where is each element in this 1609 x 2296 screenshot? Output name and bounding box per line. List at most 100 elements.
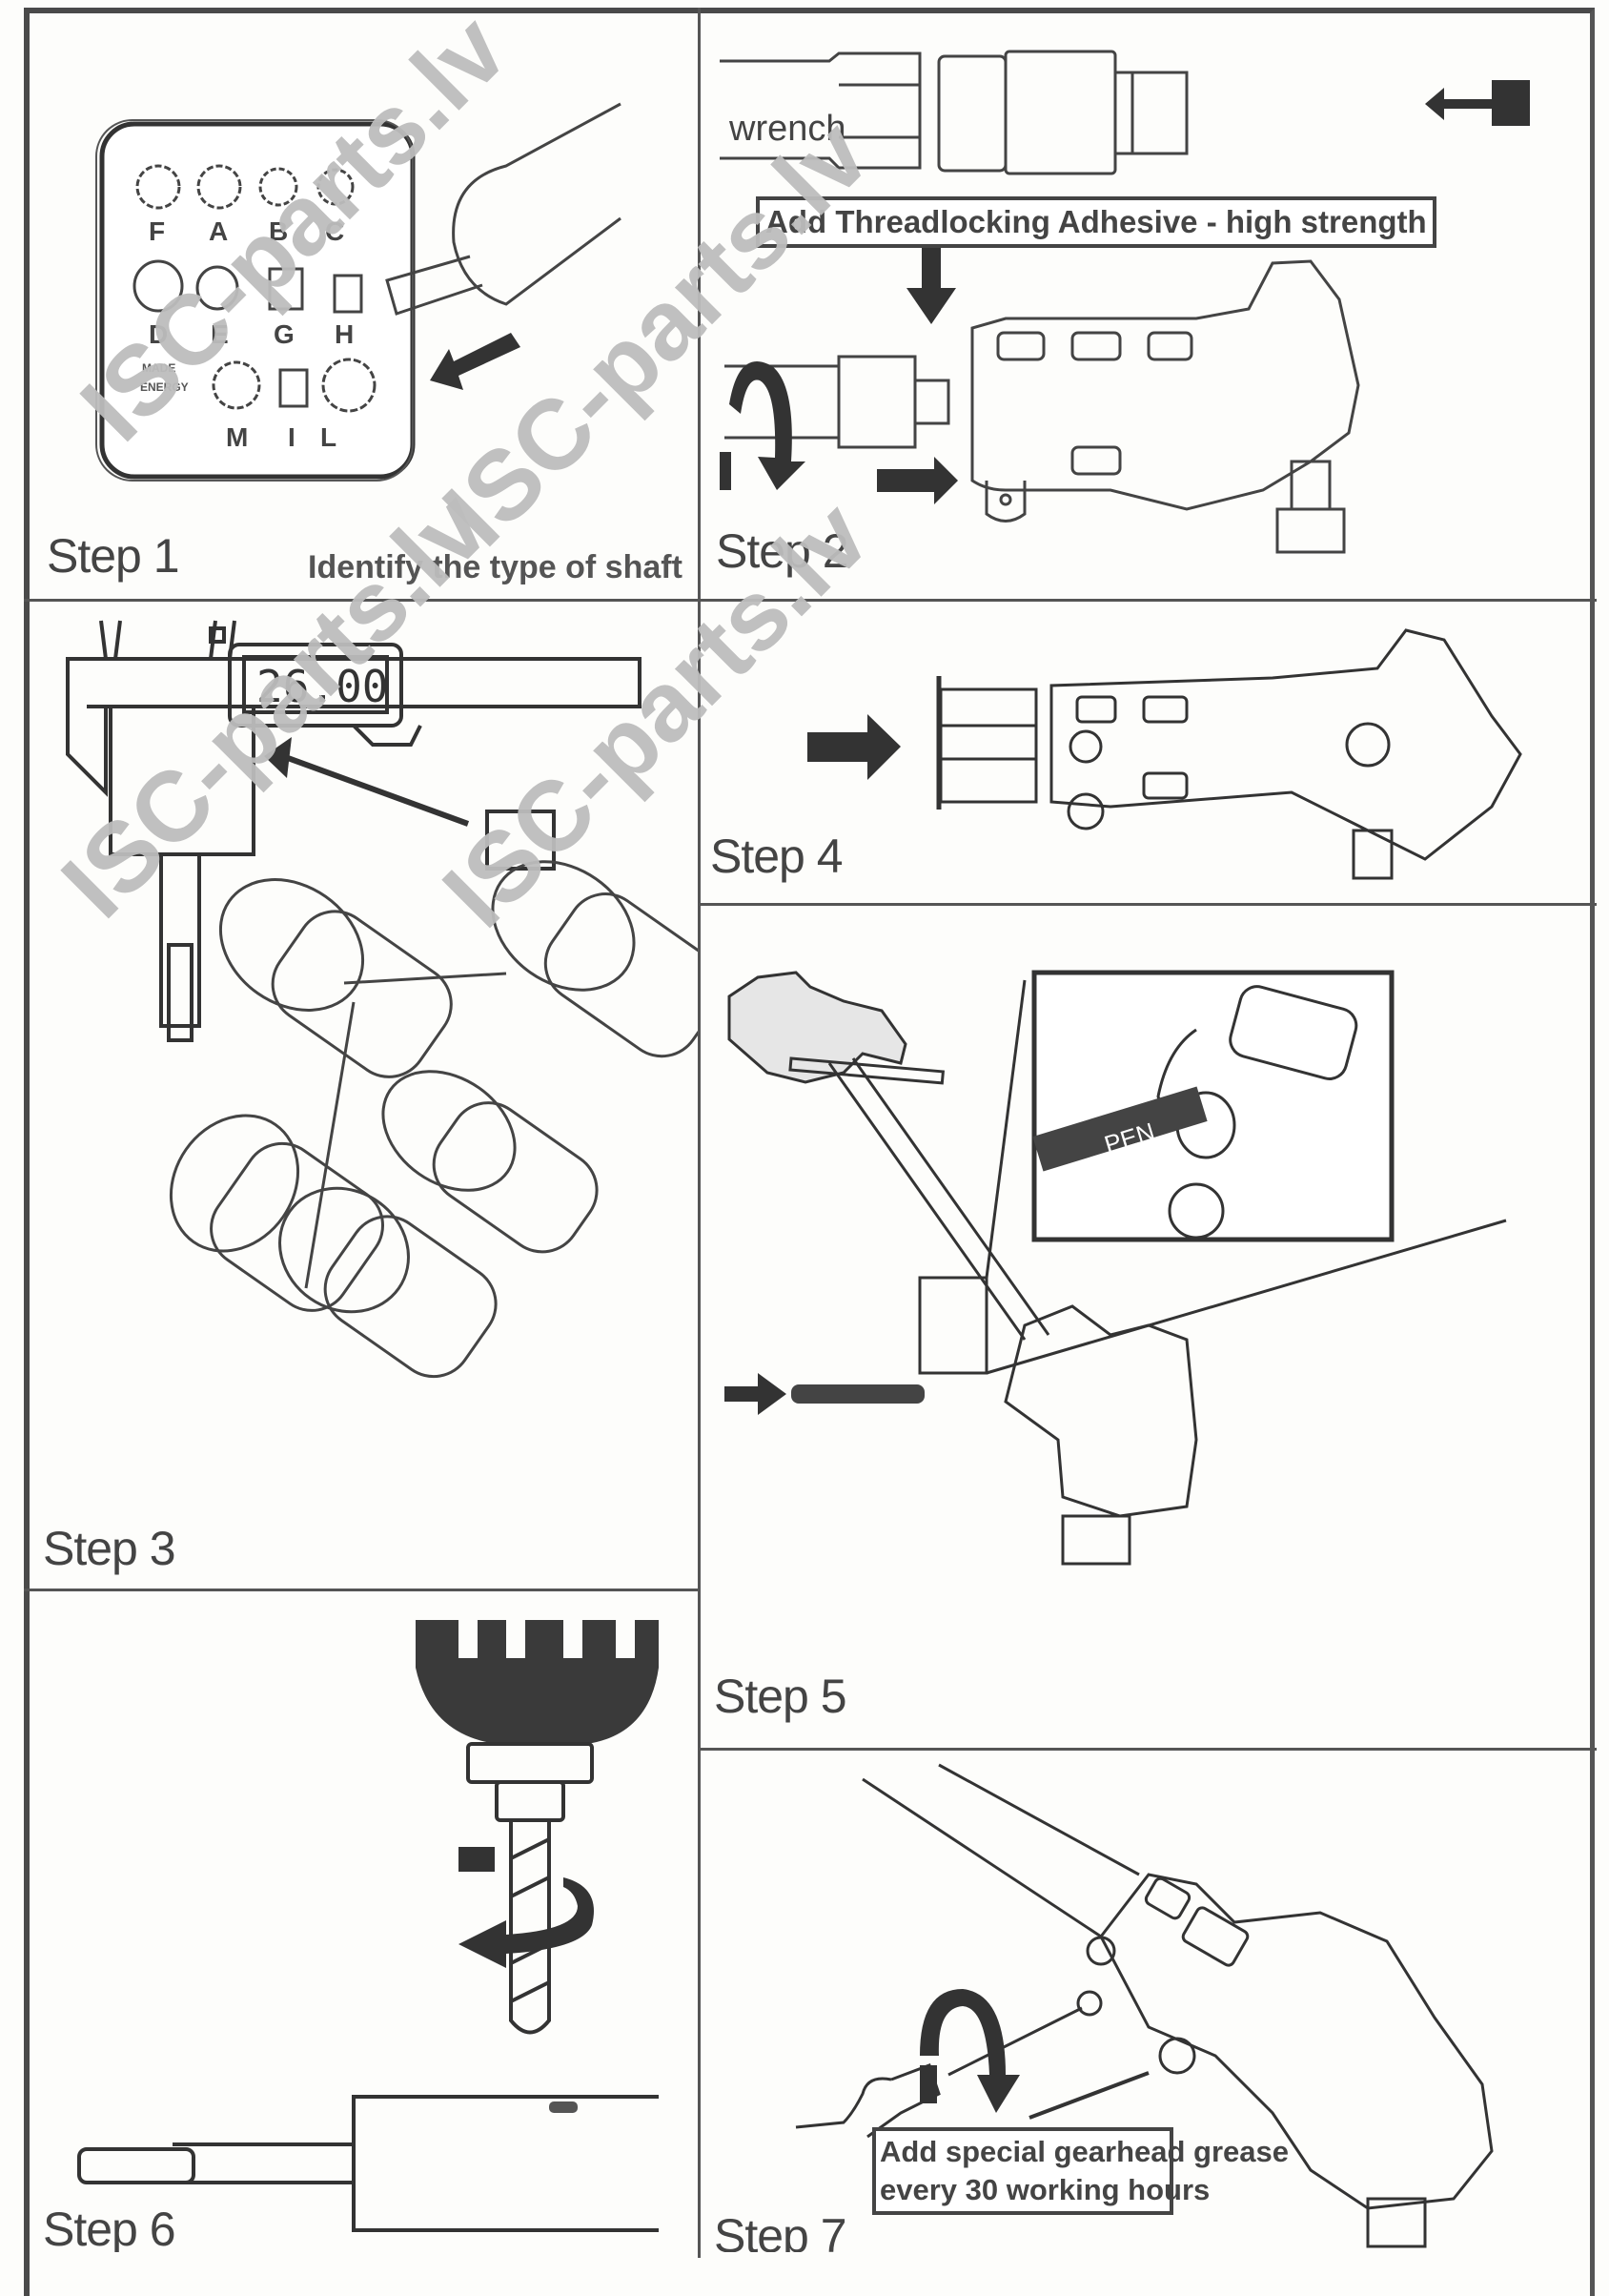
grease-note: Add special gearhead grease every 30 wor… [872,2127,1290,2215]
spline-icon-m [212,360,261,410]
step-5-panel: PEN Step 5 [701,906,1595,1748]
threaded-end [1113,71,1189,155]
push-right-arrow-icon [724,1373,786,1415]
caliper-illustration: 26.00 [66,620,698,1379]
plate-letter-i: I [288,422,295,452]
step-7-label: Step 7 [714,2209,847,2252]
shaft-tip [913,379,950,425]
caliper-display-housing [228,643,403,728]
drill-bit [509,1820,551,2035]
grease-illustration [795,1763,1494,2248]
pen-tool-shaft [791,1384,925,1404]
detail-box [918,1276,988,1375]
insert-arrow-icon [430,333,520,390]
row-divider-step4 [699,903,1597,906]
d-shaft-icon-e [195,265,239,311]
spline-icon-b [258,167,298,207]
step-4-label: Step 4 [710,830,844,883]
spline-icon-c [316,168,355,206]
gearhead-body [970,259,1360,511]
column-divider [698,8,701,2258]
plate-letter-f: F [149,216,165,246]
wrench-shape [720,51,922,170]
pen-tool [1032,1086,1208,1172]
socket-body [1004,50,1117,175]
plate-letter-e: E [211,319,229,349]
step-7-panel: Add special gearhead grease every 30 wor… [701,1751,1595,2252]
spline-icon-l [321,358,377,413]
step-4-panel: Step 4 [701,602,1595,903]
caliper-depth-rod [159,852,201,1028]
grease-note-line1: Add special gearhead grease [880,2135,1290,2168]
screwdriver-handle [795,2063,941,2139]
shaft-nut [837,355,917,449]
screwdriver-shaft [947,2006,1083,2077]
plate-brand-line2: ENERGY [140,380,189,394]
screw-icon [1168,1182,1225,1240]
plate-letter-h: H [335,319,354,349]
plate-letter-l: L [320,422,336,452]
rotate-arrow-icon [920,1989,1020,2113]
gearhead-body [1049,628,1522,861]
plate-letter-b: B [269,216,288,246]
detail-inset [1031,970,1395,1242]
step-1-caption: Identify the type of shaft [308,549,682,585]
adapter-sleeves [169,860,698,1379]
push-left-arrow-icon [1425,80,1530,126]
trimmer-gearhead [1099,1873,1494,2210]
trimmer-gearhead [1004,1304,1198,1518]
screw-icon [1067,792,1105,830]
page-frame [24,8,1595,2296]
trimmer-engine [727,971,907,1084]
row-divider-step5 [699,1748,1597,1751]
spline-icon-a [196,164,242,210]
plate-letter-d: D [149,319,168,349]
threadlock-illustration [720,50,1530,554]
shaft-workpiece [352,2095,659,2232]
detail-box [485,810,556,871]
step-2-label: Step 2 [716,524,849,578]
shaft-end-illustration [385,102,621,316]
square-shaft-icon-g [268,267,304,311]
plate-letter-g: G [274,319,295,349]
grease-note-line2: every 30 working hours [880,2173,1211,2206]
row-divider-step3 [24,1589,699,1591]
step-3-label: Step 3 [43,1522,176,1575]
step-3-panel: 26.00 Step 3 [30,602,698,1589]
caliper-lcd [242,655,389,714]
plate-letter-a: A [209,216,228,246]
row-divider-step1 [24,599,1597,602]
plate-brand-line1: MADE [142,361,175,375]
step-1-label: Step 1 [47,529,180,583]
shaft-type-plate [99,121,416,480]
sleeve-insert-illustration [807,628,1522,880]
threadlock-note: Add Threadlocking Adhesive - high streng… [756,196,1436,248]
square-shaft-icon-h [333,274,363,314]
push-right-arrow-icon [807,714,901,780]
plate-letter-c: C [325,216,344,246]
step-6-panel: Step 6 [30,1591,698,2252]
caliper-reading: 26.00 [256,661,388,712]
screw-icon [1069,729,1103,764]
drill-chuck-icon [416,1620,659,1744]
step-1-panel: F A B C D E G H M I L MADE ENERGY Step 1… [30,13,698,599]
rotate-arrow-icon [729,361,805,490]
measure-arrow-icon [264,737,292,778]
shaft-tip [77,2147,195,2184]
trimmer-illustration: PEN [724,970,1507,1566]
plate-letter-m: M [226,422,248,452]
square-shaft-icon-i [278,368,309,408]
adapter-sleeve [939,687,1038,804]
step-6-label: Step 6 [43,2203,176,2252]
drill-illustration [77,1620,659,2232]
step-2-panel: wrench Add Threadlocking Adhesive - high… [701,13,1595,599]
socket-nut [937,54,1008,173]
push-right-arrow-icon [877,457,958,504]
step-5-label: Step 5 [714,1670,847,1723]
d-shaft-icon [132,259,184,313]
caliper-slide [109,705,255,856]
shaft-plate-illustration: F A B C D E G H M I L MADE ENERGY [95,102,621,482]
down-arrow-icon [906,231,956,324]
wrench-label: wrench [729,109,846,149]
rotate-arrow-icon [458,1877,594,1968]
